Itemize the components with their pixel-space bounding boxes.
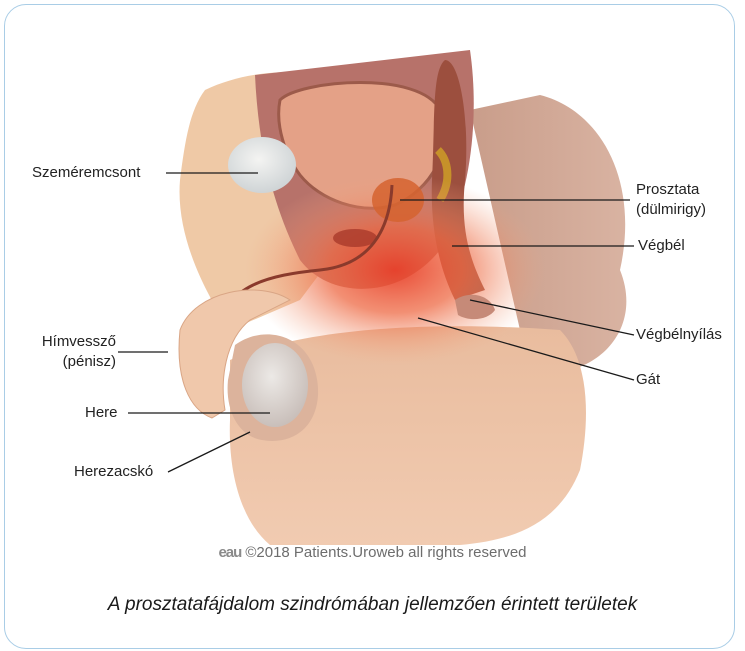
label-pubic-bone: Szeméremcsont bbox=[32, 164, 140, 182]
eau-logo: eau bbox=[218, 544, 241, 561]
label-testis: Here bbox=[85, 404, 118, 422]
label-penis-line1: Hímvessző bbox=[38, 333, 116, 351]
label-perineum: Gát bbox=[636, 371, 660, 389]
label-prostate-line2: (dülmirigy) bbox=[636, 201, 706, 219]
figure-caption: A prosztatafájdalom szindrómában jellemz… bbox=[0, 594, 745, 616]
label-scrotum: Herezacskó bbox=[74, 463, 153, 481]
label-rectum: Végbél bbox=[638, 237, 685, 255]
label-prostate-line1: Prosztata bbox=[636, 181, 699, 199]
pubic-bone bbox=[228, 137, 296, 193]
testis-shape bbox=[242, 343, 308, 427]
copyright: eau©2018 Patients.Uroweb all rights rese… bbox=[0, 544, 745, 561]
label-anus: Végbélnyílás bbox=[636, 326, 722, 344]
label-penis-line2: (pénisz) bbox=[38, 353, 116, 371]
copyright-text: ©2018 Patients.Uroweb all rights reserve… bbox=[245, 544, 526, 561]
